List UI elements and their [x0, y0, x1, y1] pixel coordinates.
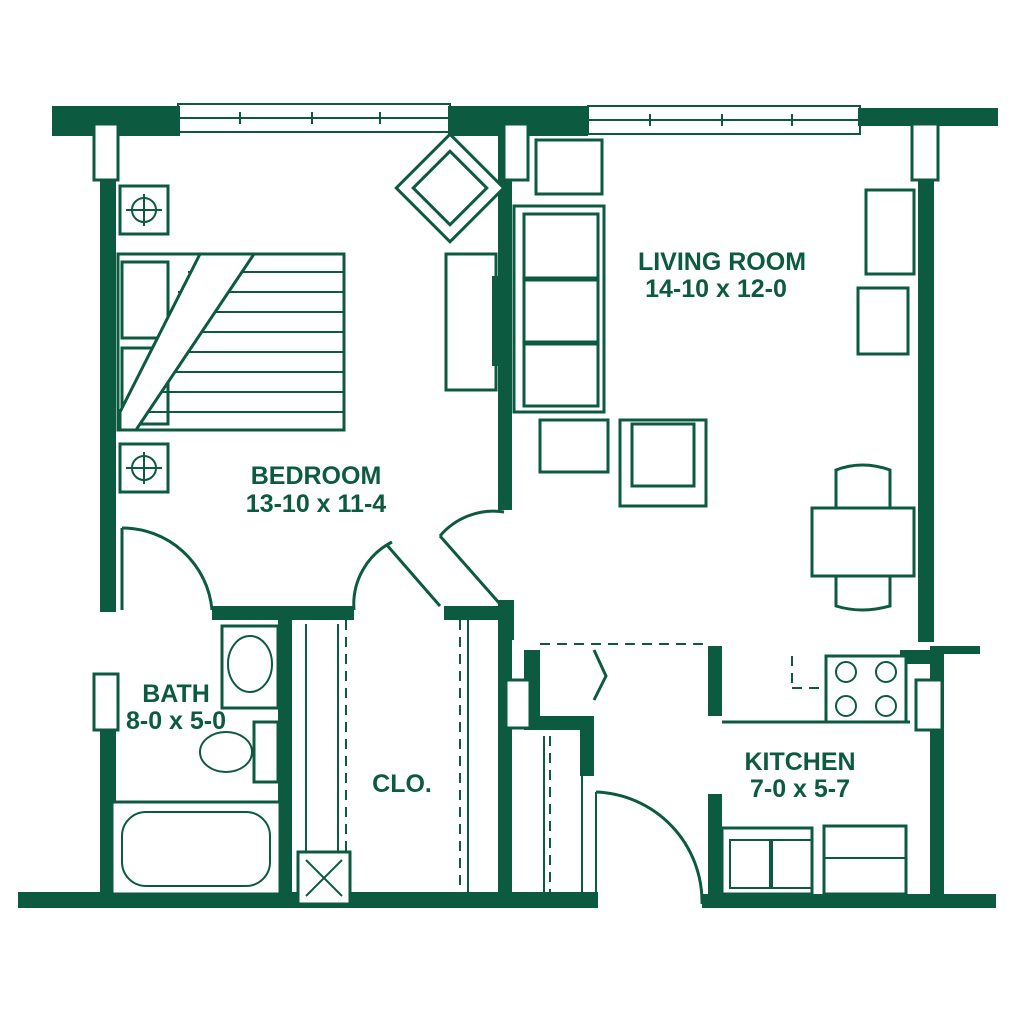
closet-name: CLO.	[372, 770, 432, 798]
window-bedroom	[177, 103, 451, 133]
bedroom-size: 13-10 x 11-4	[246, 490, 386, 518]
exterior-top-wall	[52, 106, 998, 136]
living-room-size: 14-10 x 12-0	[645, 275, 787, 303]
living-room-furniture	[512, 138, 916, 612]
kitchen-size: 7-0 x 5-7	[750, 775, 850, 803]
exterior-right-wall	[910, 122, 980, 906]
outlet-icon	[118, 184, 170, 236]
kitchen-fixtures	[720, 654, 910, 896]
room-label-kitchen: KITCHEN 7-0 x 5-7	[744, 748, 855, 803]
room-label-bedroom: BEDROOM 13-10 x 11-4	[246, 462, 386, 518]
doors	[120, 509, 708, 905]
bath-size: 8-0 x 5-0	[126, 707, 226, 735]
room-label-bath: BATH 8-0 x 5-0	[126, 680, 226, 735]
armchair-icon	[618, 418, 708, 508]
bedroom-name: BEDROOM	[251, 462, 382, 490]
kitchen-name: KITCHEN	[744, 748, 855, 776]
room-label-living-room: LIVING ROOM 14-10 x 12-0	[638, 248, 806, 303]
room-label-closet: CLO.	[372, 770, 432, 798]
sofa-icon	[512, 204, 606, 414]
living-room-name: LIVING ROOM	[638, 248, 806, 276]
closet-fixtures	[296, 620, 583, 906]
interior-walls	[212, 122, 934, 904]
bedroom-furniture	[116, 132, 506, 494]
exterior-left-wall	[92, 122, 120, 906]
dining-table-icon	[810, 463, 916, 612]
outlet-icon	[118, 442, 170, 494]
bed-icon	[116, 252, 346, 432]
bath-name: BATH	[142, 680, 210, 708]
bath-fixtures	[110, 624, 282, 896]
window-living-room	[587, 105, 861, 135]
